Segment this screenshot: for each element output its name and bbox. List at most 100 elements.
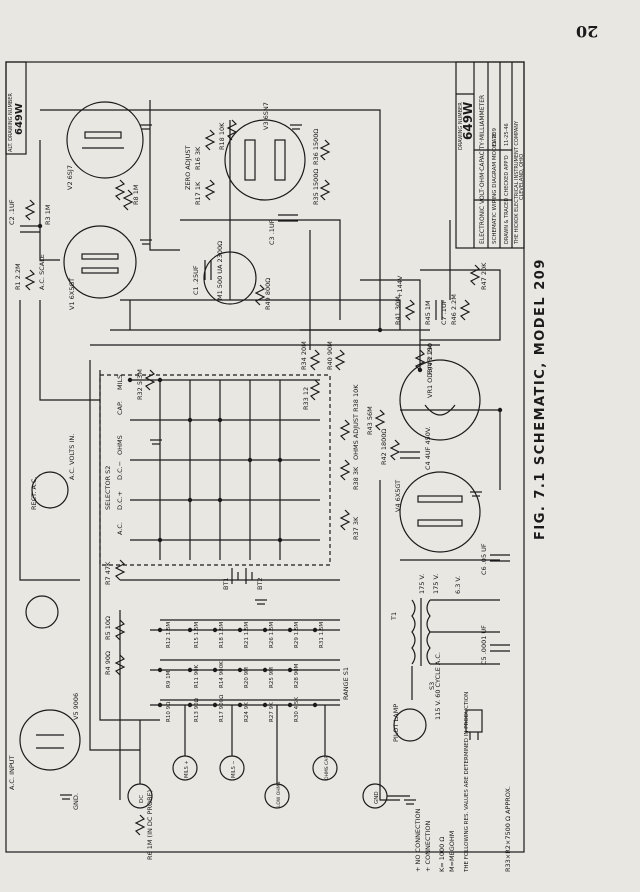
- resistor: [339, 419, 351, 441]
- r1-label: R1 2.2M: [14, 263, 22, 290]
- wire: [149, 100, 180, 251]
- c3-label: C3 .1UF: [268, 219, 276, 245]
- r36-label: R36 1500Ω: [312, 129, 320, 165]
- r42-label: R42 1800Ω: [380, 429, 388, 465]
- r33-label: R33 12: [302, 387, 310, 410]
- range-resistor: R29 1.5M: [294, 622, 300, 648]
- resistor: [226, 119, 238, 141]
- title-block-label: DRAWING NUMBER: [458, 102, 464, 150]
- c7-label: C7 .1UF: [440, 299, 448, 325]
- c4-label: C4 4UF 450V.: [424, 426, 432, 470]
- range-resistor: R25 9M: [269, 667, 275, 688]
- r17-label: R17 1K: [194, 181, 202, 205]
- r5-label: R5 10Ω: [104, 616, 112, 640]
- jack-mils-plus-label: MILS +: [184, 760, 190, 778]
- r45-label: R45 1M: [424, 300, 432, 325]
- resistor: [414, 349, 426, 371]
- r18-label: R18 10K: [218, 122, 226, 150]
- resistor: [374, 409, 386, 431]
- selector-pos-ohms: OHMS: [116, 435, 124, 455]
- transformer-tap: 175 V.: [432, 574, 440, 594]
- resistor: [339, 459, 351, 481]
- r8-label: R8 1M: [132, 185, 140, 205]
- resistor: [122, 189, 134, 211]
- range-resistor: R12 1.5M: [166, 622, 172, 648]
- tube-v2-label: V2 6SJ7: [66, 165, 74, 190]
- meter-m1: [203, 251, 257, 305]
- resistor: [254, 284, 266, 306]
- switch-s3-label: S3: [428, 682, 436, 690]
- r47-label: R47 20K: [480, 262, 488, 290]
- note-line: THE FOLLOWING RES. VALUES ARE DETERMINED…: [464, 692, 470, 873]
- transformer-primary: [411, 599, 416, 665]
- selector-pos-mils: MILS: [116, 375, 124, 390]
- ac-scale-label: A.C. SCALE: [38, 254, 46, 290]
- resistor: [114, 654, 126, 676]
- note-line: M=MEGOHM: [448, 831, 456, 872]
- tube-v3-label: V3 6SN7: [262, 102, 270, 130]
- r3-label: R3 1M: [44, 205, 52, 225]
- sidebar-label: ALT. DRAWING NUMBER: [8, 93, 14, 152]
- r46-label: R46 2.2M: [450, 294, 458, 325]
- jack-dc-label: DC: [139, 795, 145, 803]
- r44-label: R44 2.2M: [426, 344, 434, 375]
- c6-label: C6 .05 UF: [480, 543, 488, 575]
- r4-label: R4 90Ω: [104, 651, 112, 675]
- range-resistor: R31 1.5M: [319, 622, 325, 648]
- range-label: RANGE S1: [342, 667, 350, 700]
- zero-adjust-label: ZERO ADJUST: [184, 145, 192, 190]
- r37-label: R37 3K: [352, 516, 360, 540]
- note-line: + CONNECTION: [424, 820, 432, 872]
- meter-label: M1 500 UA 2300Ω: [216, 241, 224, 300]
- resistor: [114, 179, 126, 201]
- rect-ac-tube: [31, 471, 69, 509]
- sidebar-number: 649W: [14, 103, 25, 135]
- tube-v2: [66, 101, 144, 179]
- tube-vr-label: VR1 OD3/VR 150: [426, 343, 434, 398]
- jack-mils-minus-label: MILS −: [231, 760, 237, 778]
- range-resistor: R14 900K: [219, 661, 225, 688]
- ohms-adjust-label: OHMS ADJUST R38 10K: [352, 384, 360, 460]
- hv-label: +144V: [396, 275, 404, 298]
- ac-input-label: A.C. INPUT: [8, 755, 16, 790]
- c5-label: C5 .0001 UF: [480, 625, 488, 665]
- wire: [120, 299, 401, 330]
- wire: [400, 409, 501, 490]
- wire: [89, 360, 140, 751]
- r41-label: R41 30M: [394, 296, 402, 325]
- resistor: [204, 179, 216, 201]
- selector-pos-dc-plus: D.C.+: [116, 491, 124, 510]
- r34-label: R34 20M: [300, 341, 308, 370]
- selector-pos-ac: A.C.: [116, 522, 124, 535]
- resistor: [134, 814, 146, 836]
- wire: [379, 480, 400, 801]
- pilot-label: PILOT LAMP: [392, 704, 400, 742]
- transformer-tap: 175 V.: [418, 574, 426, 594]
- tube-v3: [224, 119, 306, 201]
- selector-switch-s2: [99, 374, 331, 566]
- note-line: K= 1000 Ω: [438, 837, 446, 872]
- ac-volts-in-label: A.C. VOLTS IN.: [68, 434, 76, 480]
- resistor: [144, 369, 156, 391]
- socket: [25, 595, 59, 629]
- r43-label: R43 56M: [366, 406, 374, 435]
- title-block-date-label: DATE: [492, 133, 498, 146]
- range-resistor: R30 4.5K: [294, 697, 300, 722]
- wire: [360, 279, 421, 370]
- r35-label: R35 1500Ω: [312, 169, 320, 205]
- wire: [420, 269, 501, 341]
- drawing-border: [5, 61, 525, 853]
- range-resistor: R28 90M: [294, 663, 300, 688]
- range-resistor: R20 9M: [244, 667, 250, 688]
- transformer-label: T1: [390, 612, 398, 621]
- resistor: [309, 379, 321, 401]
- selector-label: SELECTOR S2: [104, 466, 112, 510]
- jack-gnd-label: GND: [374, 791, 380, 804]
- title-block-number: 649W: [461, 102, 475, 140]
- bt2-label: BT2: [256, 577, 264, 590]
- wire: [39, 300, 100, 401]
- tube-vr1: [399, 359, 481, 441]
- r38-label: R38 3K: [352, 466, 360, 490]
- resistor: [24, 199, 36, 221]
